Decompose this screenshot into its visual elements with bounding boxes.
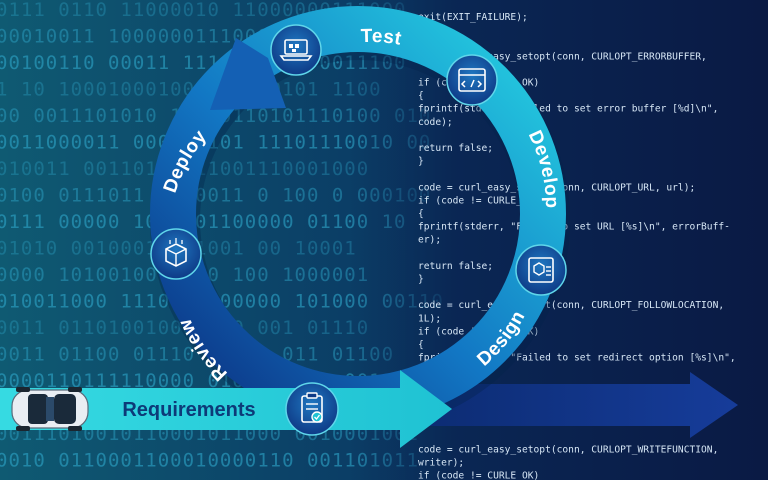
code-line: fprintf(stderr, "Failed to set redirect … — [418, 353, 736, 364]
binary-row: 1 10 1000100010011001 0101 1100 — [0, 79, 382, 101]
code-line: code); — [418, 117, 453, 128]
code-line: { — [418, 340, 424, 351]
clipboard-check-icon — [285, 382, 339, 436]
requirements-label: Requirements — [122, 399, 255, 421]
code-line: return false; — [418, 261, 493, 272]
code-line: return false; — [418, 143, 493, 154]
code-line: code = curl_easy_setopt(conn, CURLOPT_ER… — [418, 51, 707, 62]
binary-row: 0011 01100 01110 01010 011 01100 — [0, 344, 394, 366]
code-line: er); — [418, 235, 441, 246]
code-line: if (code != CURLE_OK) — [418, 471, 539, 480]
code-line: if (code != CURLE_OK) — [418, 195, 539, 206]
laptop-test-icon — [270, 24, 322, 76]
code-line: 1L); — [418, 313, 441, 324]
code-line: code = curl_easy_setopt(conn, CURLOPT_WR… — [418, 444, 718, 455]
stage-label-test: Test — [361, 26, 404, 50]
code-line: writer); — [418, 457, 464, 468]
code-line: fprintf(stderr, "Failed to set URL [%s]\… — [418, 222, 730, 233]
design-layout-icon — [515, 244, 567, 296]
code-line: code = curl_easy_setopt(conn, CURLOPT_FO… — [418, 300, 724, 311]
binary-row: 0111 00000 1011 01100000 01100 10 — [0, 211, 407, 233]
binary-row: 0010 0110001100010000110 001101011 — [0, 450, 419, 472]
code-window-icon — [446, 54, 498, 106]
code-line: exit(EXIT_FAILURE); — [418, 12, 528, 23]
code-line: } — [418, 274, 424, 285]
car-icon — [11, 387, 89, 431]
binary-row: 0100 0111011 0000011 0 100 0 000100 — [0, 185, 431, 207]
cube-chip-icon — [150, 228, 202, 280]
code-line: fprintf(stderr, "Failed to set error buf… — [418, 104, 718, 115]
binary-row: 0011000011 000011101 11101110010 00 — [0, 132, 431, 154]
code-line: { — [418, 209, 424, 220]
requirements-arrow — [0, 370, 452, 448]
code-line: } — [418, 156, 424, 167]
ring-arrowhead — [210, 38, 286, 110]
code-line: { — [418, 91, 424, 102]
